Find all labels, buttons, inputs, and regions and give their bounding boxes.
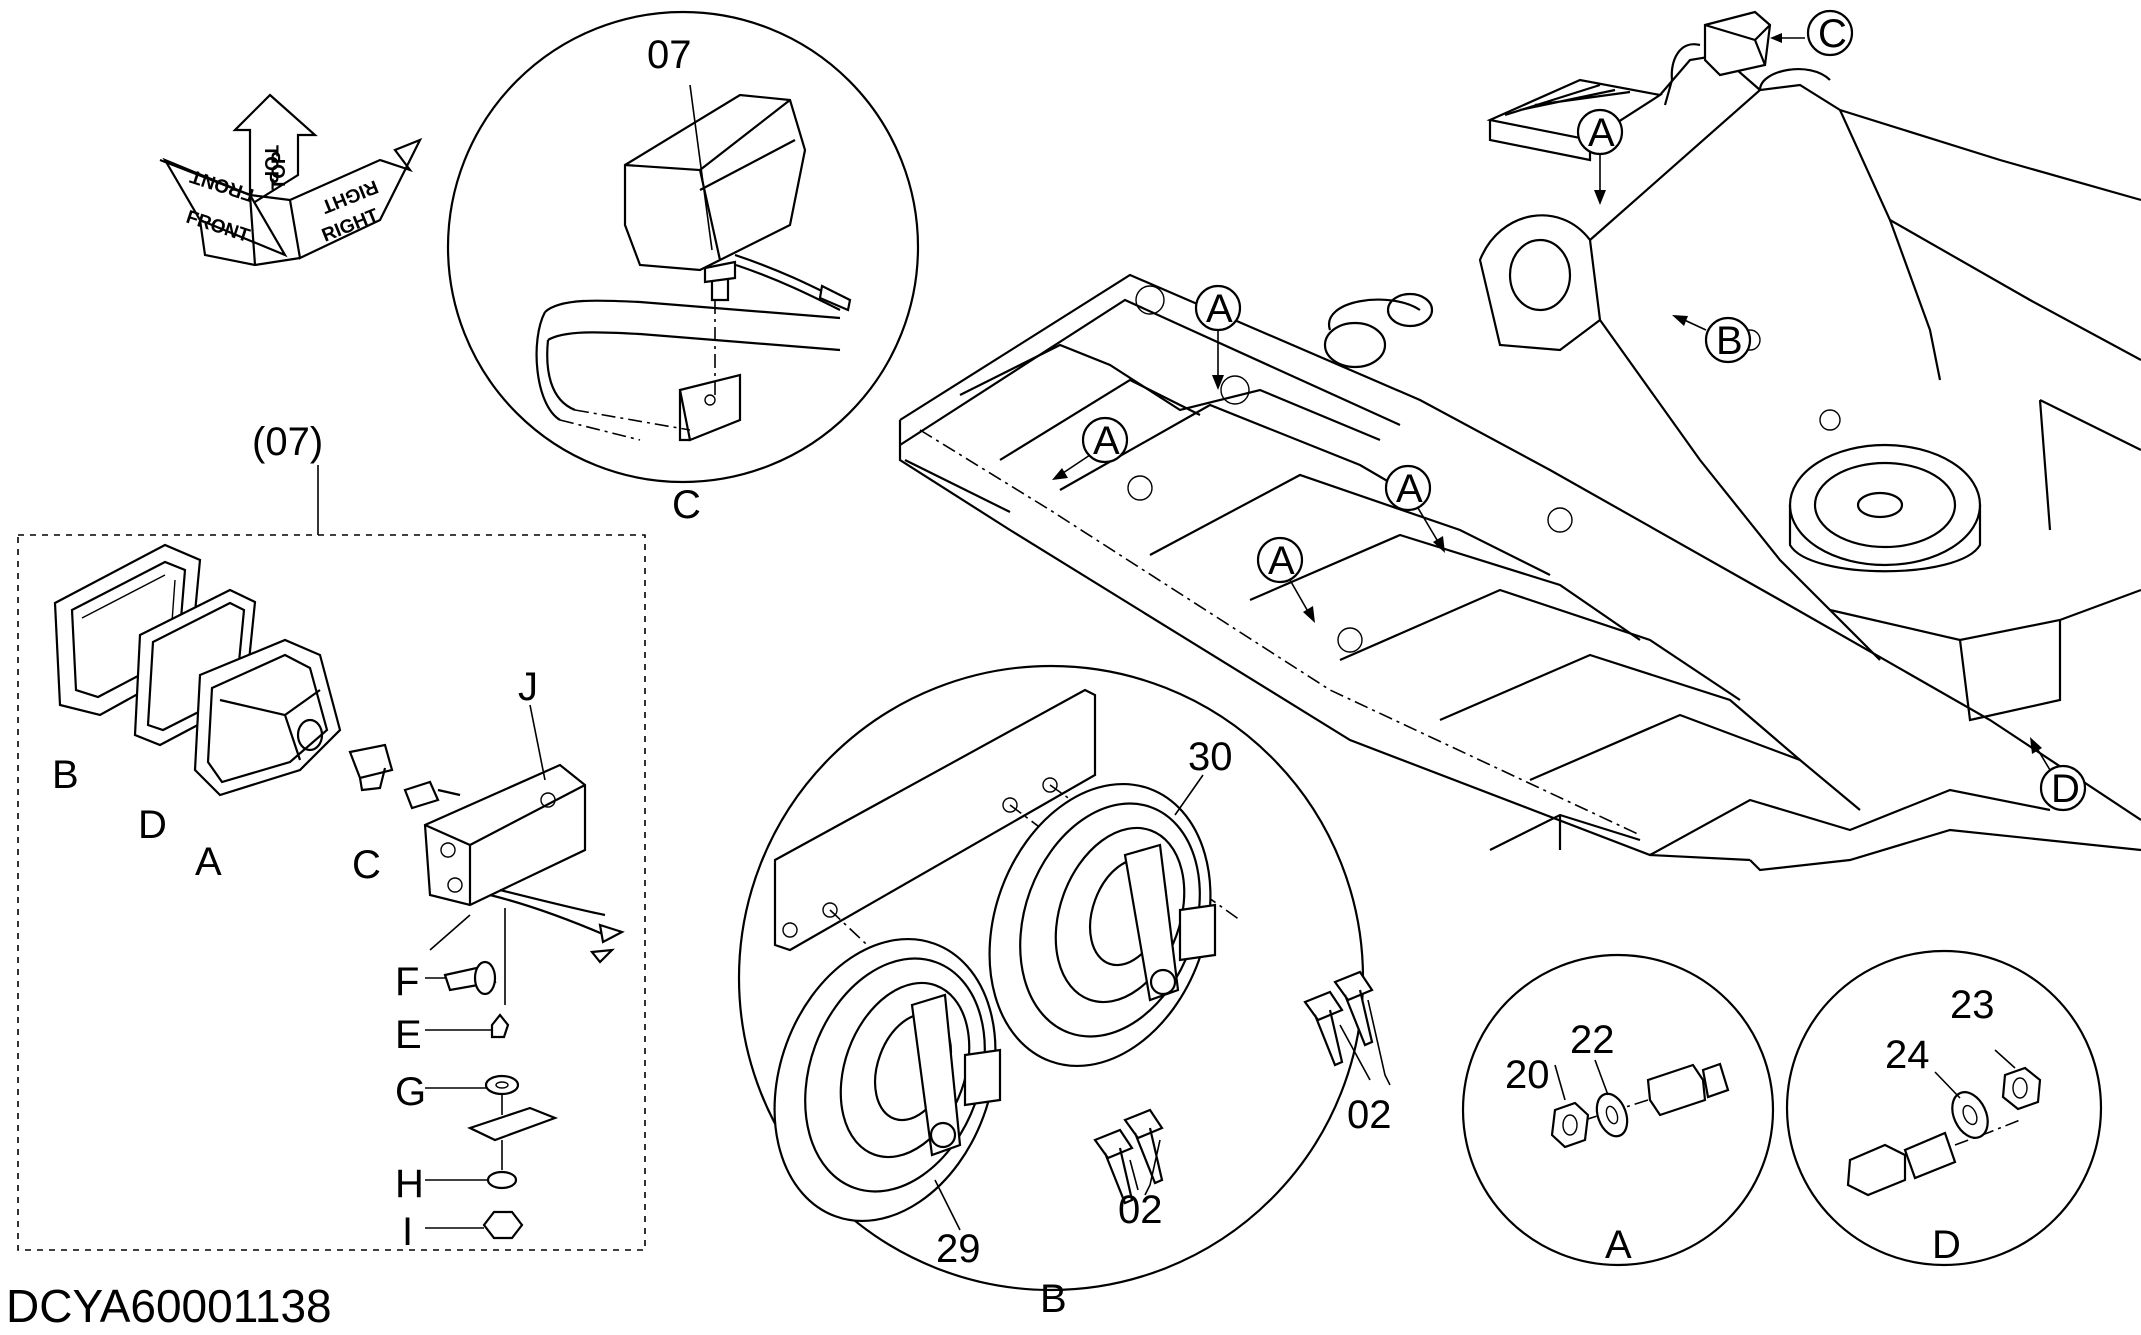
lamp-label-g: G — [395, 1070, 426, 1114]
machine-callout-a-4-label: A — [1396, 467, 1423, 511]
detail-d-circle: 24 23 D — [1785, 949, 2103, 1267]
detail-c-circle: 07 C — [446, 10, 920, 527]
orientation-arrows: FRONT FRONT TOP TOP RIGHT RIGHT — [159, 93, 423, 267]
machine-callout-a-1-label: A — [1588, 111, 1615, 155]
detail-a-circle: 20 22 A — [1461, 953, 1775, 1267]
detail-b-circle: 30 29 02 02 B — [737, 664, 1392, 1321]
lamp-label-j: J — [518, 665, 538, 709]
detail-b-bolts-center: 02 — [1118, 1188, 1163, 1232]
lamp-label-d: D — [138, 803, 167, 847]
detail-c-part-07: 07 — [647, 33, 692, 77]
detail-b-part-30: 30 — [1188, 735, 1233, 779]
detail-a-view-label: A — [1605, 1223, 1632, 1267]
machine-callout-a-1: A — [1576, 108, 1624, 205]
machine-callout-a-5: A — [1256, 536, 1315, 623]
machine-callout-a-2: A — [1194, 284, 1242, 390]
machine-frame: C A B A A A — [898, 9, 2141, 872]
lamp-label-f: F — [395, 960, 419, 1004]
machine-callout-c-label: C — [1818, 12, 1847, 56]
detail-b-bolts-right: 02 — [1347, 1093, 1392, 1137]
detail-d-part-23: 23 — [1950, 983, 1995, 1027]
lamp-label-c: C — [352, 843, 381, 887]
detail-b-part-29: 29 — [936, 1227, 981, 1271]
top-label: TOP — [269, 151, 290, 190]
lamp-breakdown: (07) — [17, 420, 646, 1254]
machine-callout-a-3: A — [1052, 416, 1129, 480]
lamp-breakdown-heading: (07) — [252, 420, 323, 464]
detail-c-view-label: C — [672, 483, 701, 527]
detail-a-part-20: 20 — [1505, 1053, 1550, 1097]
lamp-label-b: B — [52, 753, 79, 797]
machine-callout-d-label: D — [2051, 767, 2080, 811]
machine-callout-c: C — [1770, 9, 1854, 57]
machine-callout-a-5-label: A — [1268, 539, 1295, 583]
detail-b-view-label: B — [1040, 1277, 1067, 1321]
lamp-label-h: H — [395, 1162, 424, 1206]
detail-d-view-label: D — [1932, 1223, 1961, 1267]
machine-callout-b: B — [1672, 315, 1752, 364]
lamp-label-e: E — [395, 1013, 422, 1057]
detail-d-part-24: 24 — [1885, 1033, 1930, 1077]
machine-callout-a-3-label: A — [1093, 419, 1120, 463]
machine-callout-a-4: A — [1384, 464, 1445, 553]
document-id: DCYA60001138 — [6, 1280, 332, 1332]
machine-callout-a-2-label: A — [1206, 287, 1233, 331]
machine-callout-b-label: B — [1716, 319, 1743, 363]
top-mirror-label: TOP — [260, 145, 281, 184]
detail-a-part-22: 22 — [1570, 1018, 1615, 1062]
lamp-label-a: A — [195, 840, 222, 884]
lamp-label-i: I — [402, 1210, 413, 1254]
machine-callout-d: D — [2030, 737, 2087, 812]
